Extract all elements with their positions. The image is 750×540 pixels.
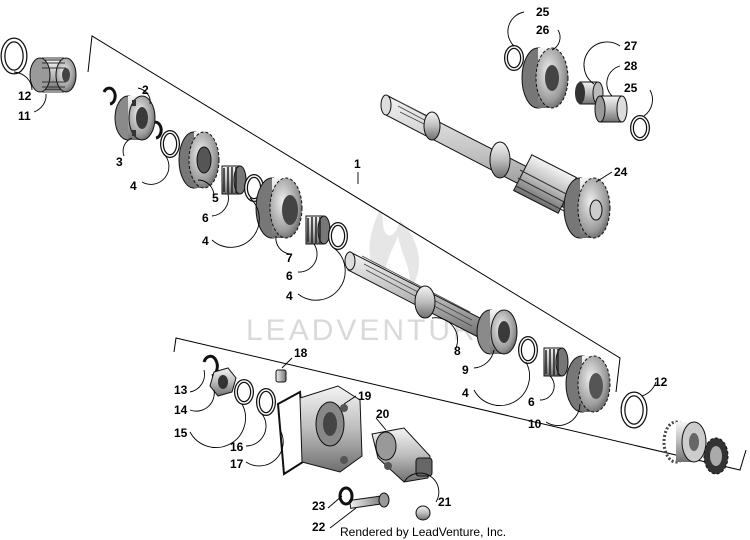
callout-22: 22: [312, 520, 326, 534]
cap-21: [415, 505, 431, 521]
callout-6: 6: [202, 211, 209, 225]
callout-7: 7: [286, 251, 293, 265]
washer-25-right: [630, 115, 650, 141]
callout-16: 16: [230, 440, 244, 454]
callout-3: 3: [116, 155, 123, 169]
callout-labels: 12 11 2 3 4 5 6 4 7 6 4 1 8 9 4 6 10 12 …: [18, 5, 668, 534]
callout-20: 20: [376, 407, 390, 421]
callout-1: 1: [354, 157, 361, 171]
callout-26: 26: [536, 23, 550, 37]
housing-19: [299, 385, 363, 473]
gear-5: [178, 131, 220, 189]
snap-ring-12-right: [620, 391, 648, 429]
callout-10: 10: [528, 417, 542, 431]
callout-17: 17: [230, 457, 244, 471]
callout-25: 25: [536, 5, 550, 19]
callout-12: 12: [654, 375, 668, 389]
callout-2: 2: [142, 83, 149, 97]
callout-4: 4: [462, 386, 469, 400]
callout-28: 28: [624, 59, 638, 73]
gear-11: [29, 57, 77, 93]
callout-14: 14: [174, 403, 188, 417]
callout-4: 4: [130, 179, 137, 193]
callout-13: 13: [174, 383, 188, 397]
callout-4: 4: [286, 289, 293, 303]
callout-21: 21: [438, 495, 452, 509]
callout-25: 25: [624, 81, 638, 95]
washer-4c: [328, 222, 348, 250]
callout-24: 24: [614, 165, 628, 179]
washer-4d: [518, 336, 538, 364]
seal-16: [256, 388, 276, 416]
gear-7: [255, 177, 303, 239]
callout-9: 9: [462, 363, 469, 377]
callout-18: 18: [294, 346, 308, 360]
main-shaft-24: [380, 94, 611, 239]
washer-23: [338, 486, 354, 506]
bearing-6a: [221, 165, 247, 195]
callout-12: 12: [18, 89, 32, 103]
sleeve-28: [594, 95, 628, 123]
washer-15: [234, 379, 254, 405]
callout-4: 4: [202, 234, 209, 248]
washer-25-top: [504, 45, 524, 71]
nut-14: [209, 367, 237, 397]
bearing-outer-right: [662, 420, 707, 464]
callout-8: 8: [454, 344, 461, 358]
callout-5: 5: [212, 191, 219, 205]
bracket-lines: [87, 35, 747, 471]
callout-15: 15: [174, 426, 188, 440]
shift-part-20: [371, 427, 433, 483]
callout-11: 11: [18, 109, 31, 123]
hub-9: [476, 309, 518, 355]
callout-6: 6: [528, 395, 535, 409]
callout-19: 19: [358, 389, 372, 403]
bolt-22: [349, 492, 390, 509]
credit-text: Rendered by LeadVenture, Inc.: [340, 525, 506, 539]
callout-6: 6: [286, 269, 293, 283]
bearing-6c: [543, 347, 569, 377]
washer-4a: [160, 130, 180, 158]
callout-27: 27: [624, 39, 638, 53]
callout-23: 23: [312, 499, 326, 513]
bearing-6b: [305, 215, 331, 245]
pin-18: [275, 369, 287, 383]
gear-10: [565, 355, 611, 413]
snap-ring-12-top: [0, 37, 28, 75]
gear-far-right: [703, 437, 729, 475]
leader-lines: [13, 11, 657, 529]
gear-26: [521, 47, 569, 109]
hub-3: [114, 95, 156, 141]
